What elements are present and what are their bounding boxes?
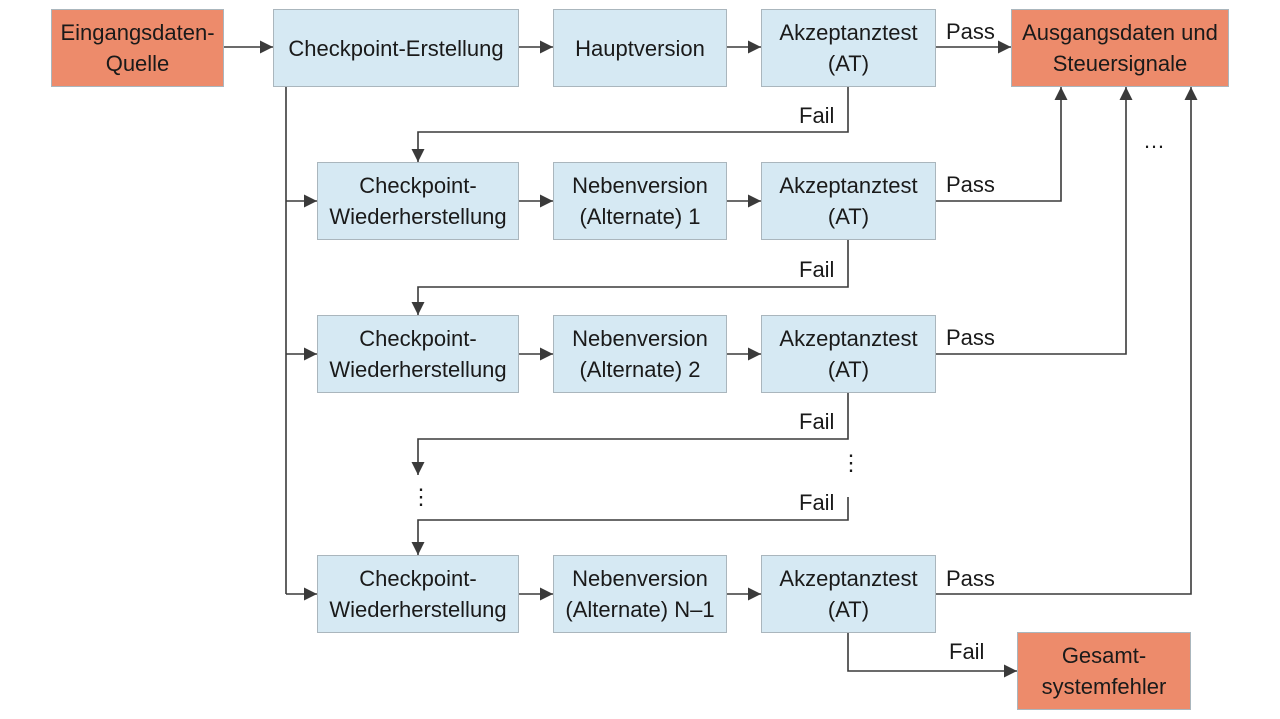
- pass-path-1: [936, 87, 1068, 202]
- ellipsis-horizontal: …: [1143, 128, 1165, 153]
- alternate-version-box-1: Nebenversion (Alternate) 1: [553, 162, 727, 240]
- fail-path-3: [411, 393, 849, 475]
- alternate-version-box-n: Nebenversion (Alternate) N–1: [553, 555, 727, 633]
- pass-label-2: Pass: [946, 325, 995, 350]
- pass-label-n: Pass: [946, 566, 995, 591]
- total-failure-box: Gesamt- systemfehler: [1017, 632, 1191, 710]
- pass-path-2: [936, 87, 1133, 355]
- fail-label-3: Fail: [799, 490, 835, 515]
- alternate-version-box-2: Nebenversion (Alternate) 2: [553, 315, 727, 393]
- fail-path-n: [411, 497, 849, 555]
- checkpoint-restore-box-2: Checkpoint- Wiederherstellung: [317, 315, 519, 393]
- checkpoint-restore-box-n: Checkpoint- Wiederherstellung: [317, 555, 519, 633]
- input-source-box: Eingangsdaten- Quelle: [51, 9, 224, 87]
- fail-label-final: Fail: [949, 639, 985, 664]
- checkpoint-creation-box: Checkpoint-Erstellung: [273, 9, 519, 87]
- fail-path-final: [847, 633, 1017, 678]
- output-box: Ausgangsdaten und Steuersignale: [1011, 9, 1229, 87]
- fail-path-1: [411, 87, 849, 162]
- acceptance-test-box-n: Akzeptanztest (AT): [761, 555, 936, 633]
- fail-label-0: Fail: [799, 103, 835, 128]
- acceptance-test-box-2: Akzeptanztest (AT): [761, 315, 936, 393]
- acceptance-test-box-0: Akzeptanztest (AT): [761, 9, 936, 87]
- fail-label-2: Fail: [799, 409, 835, 434]
- fail-label-1: Fail: [799, 257, 835, 282]
- ellipsis-vertical-left: ⋮: [410, 484, 432, 509]
- pass-label-1: Pass: [946, 172, 995, 197]
- fail-path-2: [411, 240, 849, 315]
- main-version-box: Hauptversion: [553, 9, 727, 87]
- pass-label-0: Pass: [946, 19, 995, 44]
- checkpoint-restore-box-1: Checkpoint- Wiederherstellung: [317, 162, 519, 240]
- pass-path-n: [936, 87, 1198, 595]
- ellipsis-vertical-right: ⋮: [840, 450, 862, 475]
- acceptance-test-box-1: Akzeptanztest (AT): [761, 162, 936, 240]
